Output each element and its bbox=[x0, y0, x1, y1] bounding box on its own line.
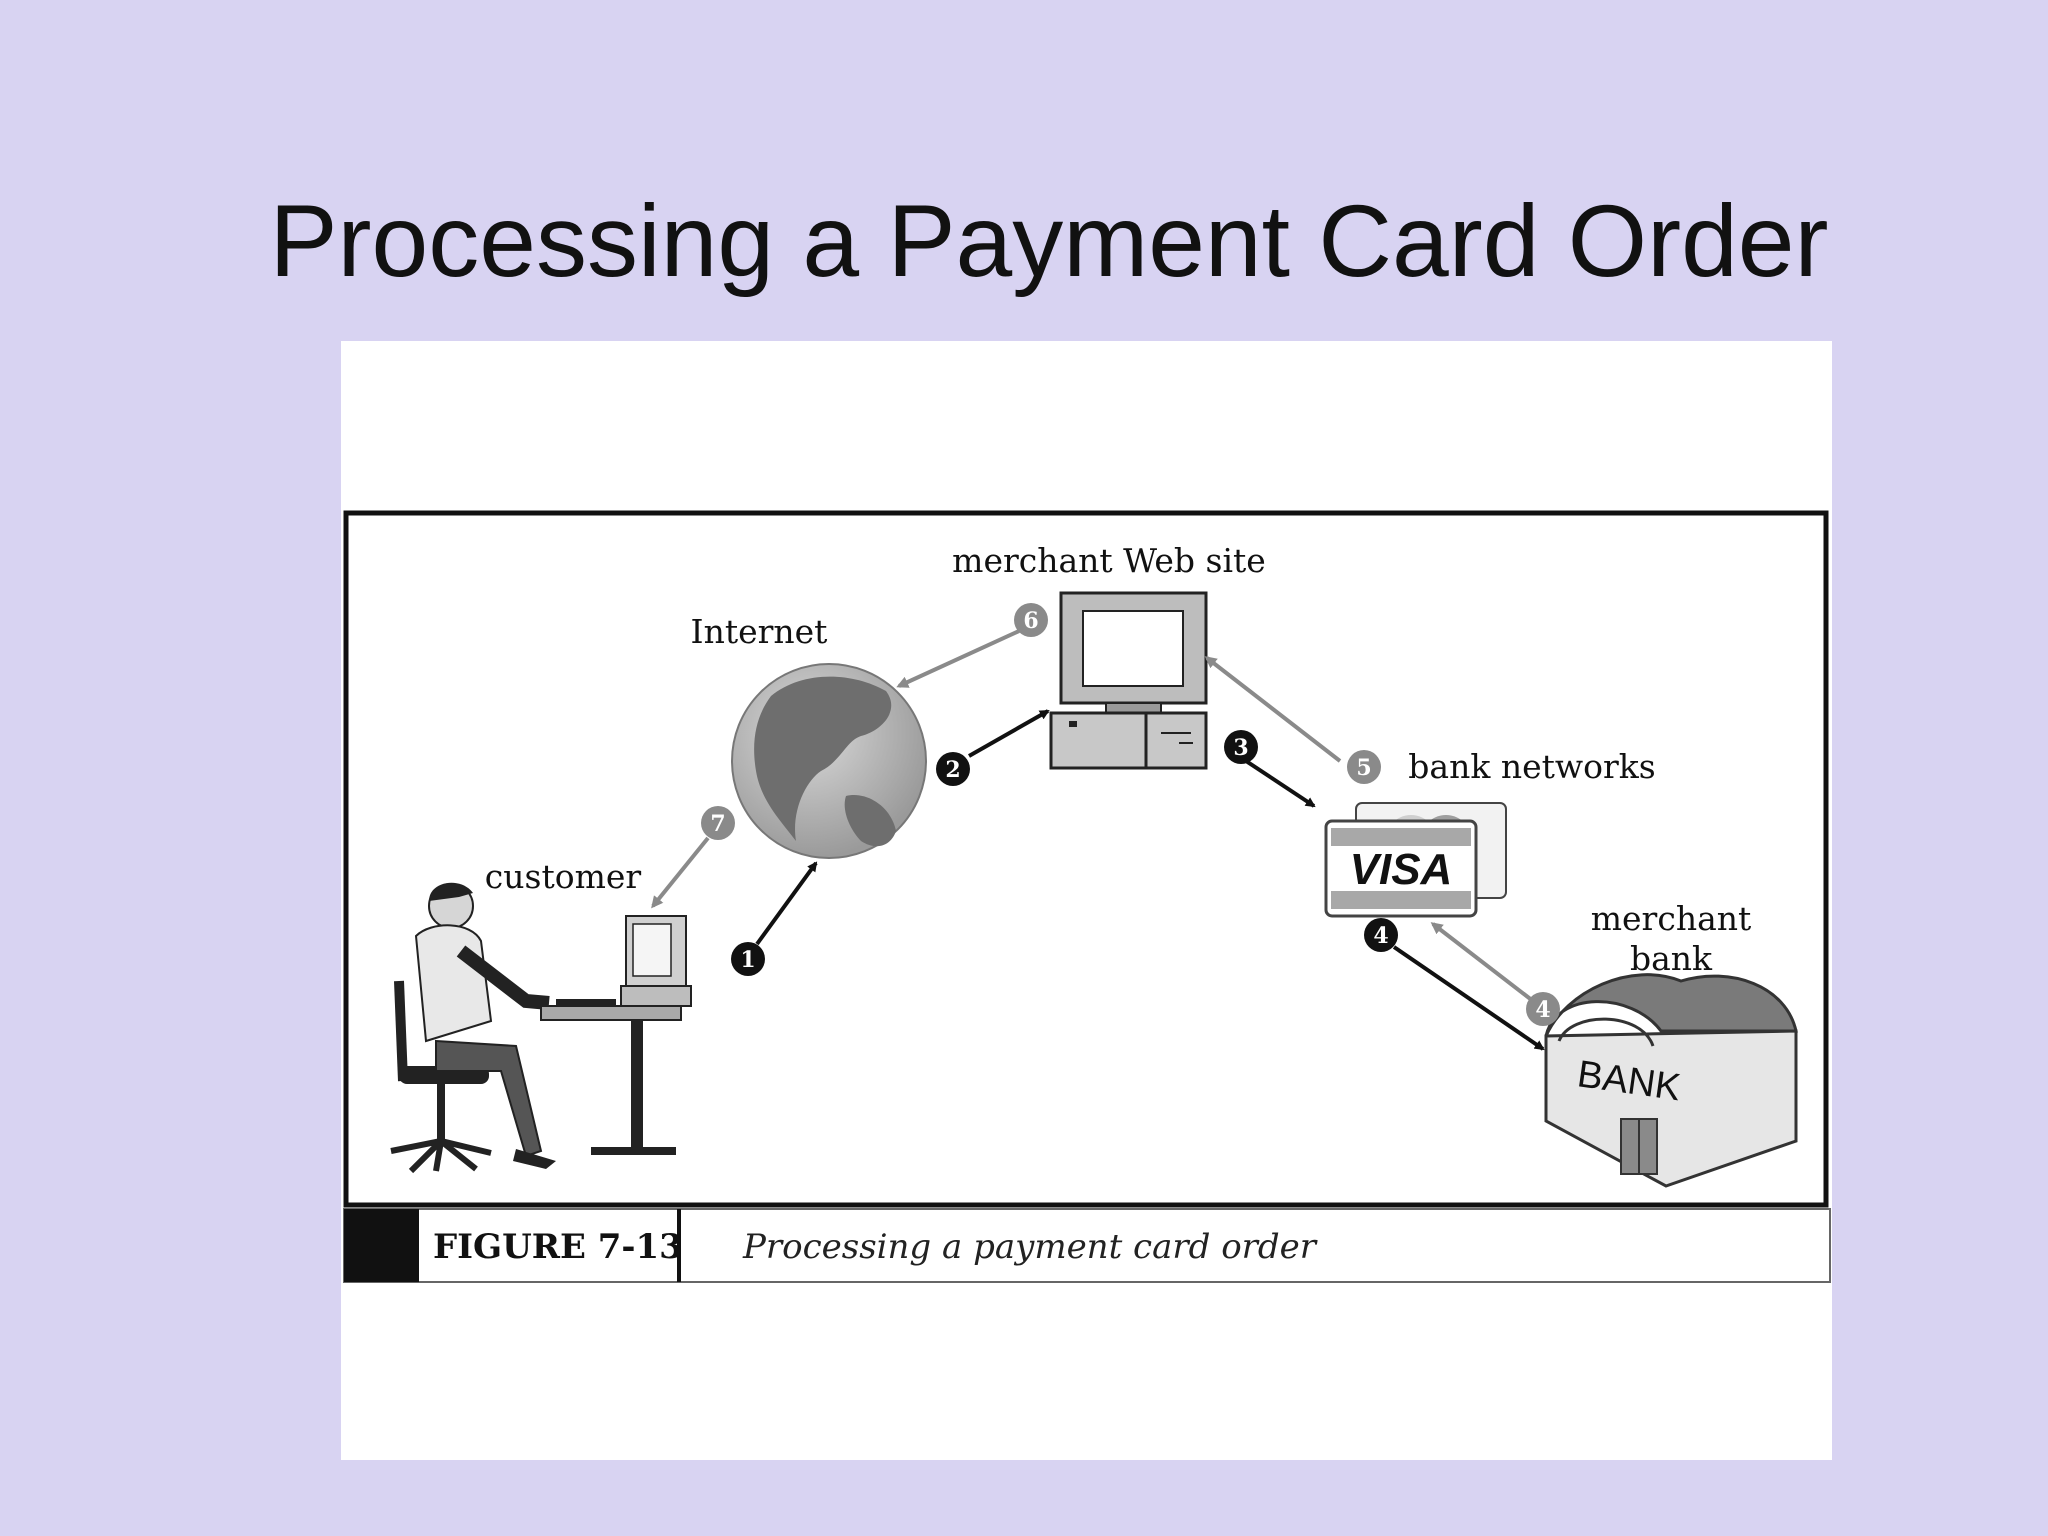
caption-accent-bar bbox=[344, 1209, 419, 1282]
arrow-step-2 bbox=[968, 709, 1050, 758]
flow-arrows bbox=[651, 629, 1545, 1051]
step-7-badge bbox=[701, 806, 735, 840]
merchant-bank-label-line1: merchant bbox=[1591, 899, 1752, 938]
slide-title: Processing a Payment Card Order bbox=[269, 184, 1829, 298]
step-5-badge bbox=[1347, 750, 1381, 784]
step-3-badge bbox=[1224, 730, 1258, 764]
merchant-bank-label-line2: bank bbox=[1630, 939, 1713, 978]
step-1-badge bbox=[731, 942, 765, 976]
step-4-badge-return bbox=[1526, 992, 1560, 1026]
arrow-step-6 bbox=[896, 629, 1020, 688]
arrow-step-7 bbox=[651, 836, 710, 909]
step-5-number: 5 bbox=[1356, 755, 1371, 781]
arrow-step-3 bbox=[1241, 757, 1316, 808]
arrow-step-1 bbox=[755, 861, 818, 946]
globe-icon bbox=[731, 663, 927, 859]
bank-networks-label: bank networks bbox=[1408, 747, 1655, 786]
step-7-number: 7 bbox=[710, 811, 725, 837]
arrow-step-4-up bbox=[1430, 922, 1535, 1003]
step-2-number: 2 bbox=[945, 757, 960, 783]
step-4-badge-outbound bbox=[1364, 918, 1398, 952]
customer-illustration bbox=[390, 882, 692, 1174]
visa-logo: VISA bbox=[1350, 845, 1453, 894]
step-4-number-return: 4 bbox=[1535, 997, 1550, 1023]
internet-label: Internet bbox=[691, 612, 828, 651]
step-6-badge bbox=[1014, 603, 1048, 637]
step-6-number: 6 bbox=[1023, 608, 1038, 634]
figure-panel: merchant Web site Internet VISA bank net… bbox=[341, 341, 1832, 1460]
step-4-number-outbound: 4 bbox=[1373, 923, 1388, 949]
figure-caption-text: Processing a payment card order bbox=[742, 1227, 1318, 1267]
figure-caption: FIGURE 7-13 Processing a payment card or… bbox=[343, 1208, 1831, 1283]
payment-cards-icon: VISA bbox=[1324, 802, 1507, 918]
customer-label: customer bbox=[485, 857, 642, 896]
figure-number: FIGURE 7-13 bbox=[433, 1227, 683, 1267]
step-2-badge bbox=[936, 752, 970, 786]
bank-building-icon: BANK bbox=[1544, 973, 1798, 1188]
step-1-number: 1 bbox=[740, 947, 755, 973]
arrow-step-5 bbox=[1204, 656, 1342, 763]
merchant-computer-icon bbox=[1049, 591, 1208, 770]
payment-flow-diagram: merchant Web site Internet VISA bank net… bbox=[343, 510, 1831, 1283]
arrow-step-4-down bbox=[1392, 945, 1545, 1051]
step-3-number: 3 bbox=[1233, 735, 1248, 761]
merchant-site-label: merchant Web site bbox=[952, 541, 1266, 580]
